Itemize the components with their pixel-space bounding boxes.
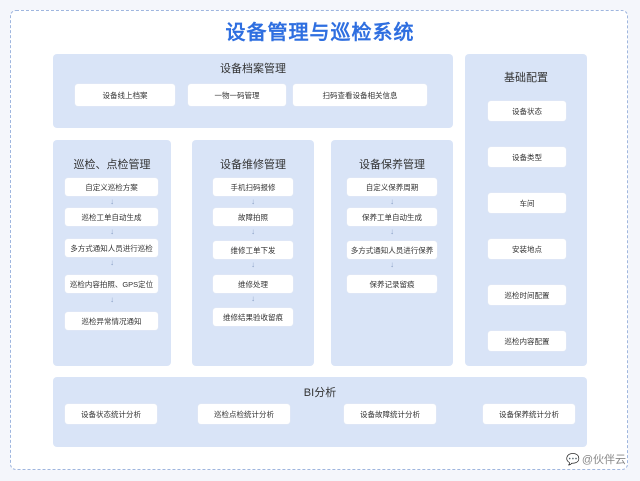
inspection-step-4: 巡检内容拍照、GPS定位 [65, 275, 158, 293]
chat-bubble-icon: 💬 [566, 453, 580, 466]
basic-item-device-type: 设备类型 [488, 147, 566, 167]
archive-item-online-record: 设备线上档案 [75, 84, 175, 106]
panel-basic-config-title: 基础配置 [504, 72, 548, 84]
arrow-down-icon: ↓ [110, 295, 114, 304]
panel-basic-config: 基础配置 设备状态 设备类型 车间 安装地点 巡检时间配置 巡检内容配置 [465, 54, 587, 366]
basic-item-install-location: 安装地点 [488, 239, 566, 259]
panel-maintain-title: 设备保养管理 [359, 159, 425, 171]
inspection-step-1: 自定义巡检方案 [65, 178, 158, 196]
inspection-step-2: 巡检工单自动生成 [65, 208, 158, 226]
arrow-down-icon: ↓ [110, 197, 114, 206]
basic-item-inspection-time: 巡检时间配置 [488, 285, 566, 305]
repair-step-2: 故障拍照 [213, 208, 293, 226]
watermark: 💬 @伙伴云 [566, 451, 626, 467]
panel-archive: 设备档案管理 设备线上档案 一物一码管理 扫码查看设备相关信息 [53, 54, 453, 128]
panel-inspection-title: 巡检、点检管理 [73, 159, 151, 171]
arrow-down-icon: ↓ [251, 227, 255, 236]
archive-item-scan-info: 扫码查看设备相关信息 [293, 84, 427, 106]
inspection-step-3: 多方式通知人员进行巡检 [65, 239, 158, 257]
arrow-down-icon: ↓ [251, 294, 255, 303]
page-title: 设备管理与巡检系统 [225, 22, 415, 44]
bi-item-status-analysis: 设备状态统计分析 [65, 404, 157, 424]
arrow-down-icon: ↓ [390, 227, 394, 236]
watermark-text: @伙伴云 [581, 454, 626, 466]
arrow-down-icon: ↓ [390, 260, 394, 269]
basic-item-workshop: 车间 [488, 193, 566, 213]
maintain-step-2: 保养工单自动生成 [347, 208, 437, 226]
bi-item-fault-analysis: 设备故障统计分析 [344, 404, 436, 424]
arrow-down-icon: ↓ [110, 258, 114, 267]
arrow-down-icon: ↓ [390, 197, 394, 206]
basic-item-device-status: 设备状态 [488, 101, 566, 121]
repair-step-5: 维修结果验收留痕 [213, 308, 293, 326]
basic-item-inspection-content: 巡检内容配置 [488, 331, 566, 351]
panel-inspection: 巡检、点检管理 自定义巡检方案 ↓ 巡检工单自动生成 ↓ 多方式通知人员进行巡检… [53, 140, 171, 366]
repair-step-1: 手机扫码报修 [213, 178, 293, 196]
panel-archive-title: 设备档案管理 [220, 63, 286, 75]
maintain-step-1: 自定义保养周期 [347, 178, 437, 196]
arrow-down-icon: ↓ [251, 197, 255, 206]
maintain-step-4: 保养记录留痕 [347, 275, 437, 293]
maintain-step-3: 多方式通知人员进行保养 [347, 241, 437, 259]
bi-item-maintain-analysis: 设备保养统计分析 [483, 404, 575, 424]
bi-item-inspection-analysis: 巡检点检统计分析 [198, 404, 290, 424]
panel-bi: BI分析 设备状态统计分析 巡检点检统计分析 设备故障统计分析 设备保养统计分析 [53, 377, 587, 447]
arrow-down-icon: ↓ [110, 227, 114, 236]
panel-maintain: 设备保养管理 自定义保养周期 ↓ 保养工单自动生成 ↓ 多方式通知人员进行保养 … [331, 140, 453, 366]
panel-repair: 设备维修管理 手机扫码报修 ↓ 故障拍照 ↓ 维修工单下发 ↓ 维修处理 ↓ 维… [192, 140, 314, 366]
panel-bi-title: BI分析 [303, 387, 337, 399]
arrow-down-icon: ↓ [251, 260, 255, 269]
inspection-step-5: 巡检异常情况通知 [65, 312, 158, 330]
archive-item-one-code: 一物一码管理 [188, 84, 286, 106]
repair-step-3: 维修工单下发 [213, 241, 293, 259]
repair-step-4: 维修处理 [213, 275, 293, 293]
panel-repair-title: 设备维修管理 [220, 159, 286, 171]
